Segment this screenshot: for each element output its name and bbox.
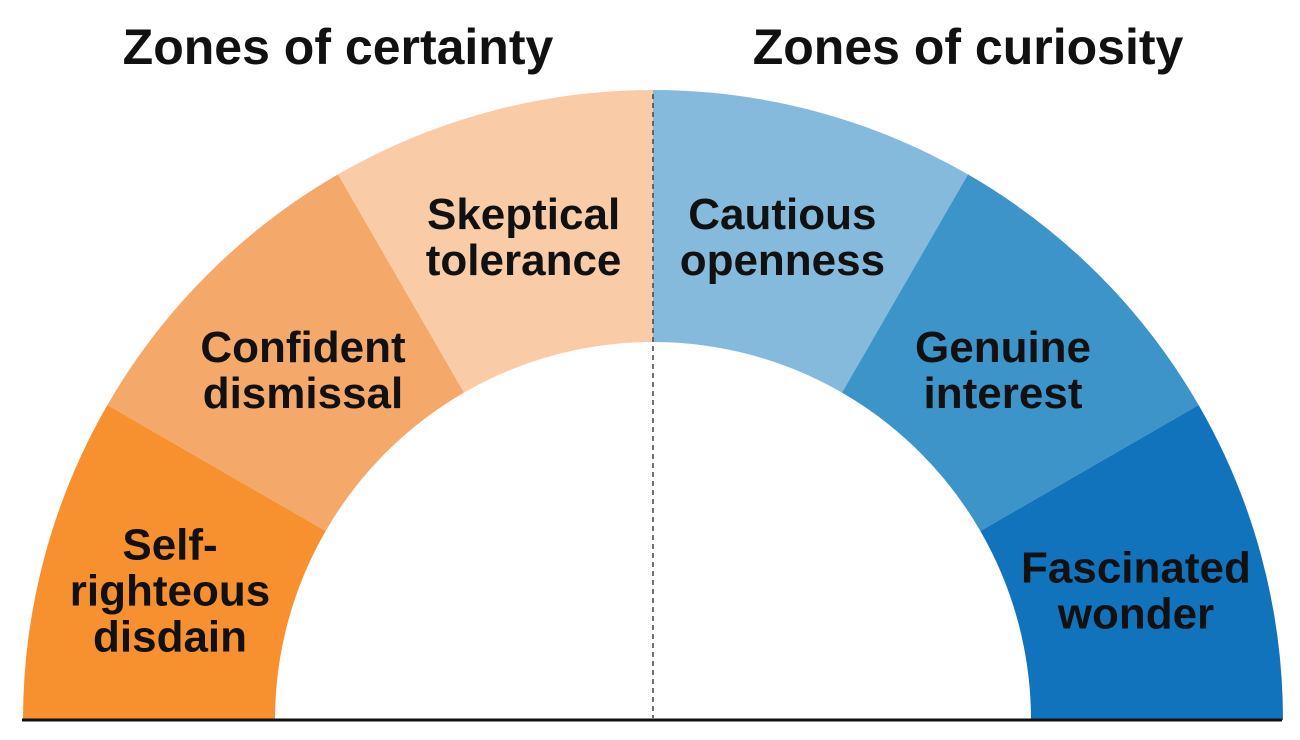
label-line: tolerance (426, 236, 622, 285)
label-line: Skeptical (427, 190, 620, 239)
segment-self-righteous-disdain (23, 405, 326, 720)
label-line: Self- (122, 521, 217, 570)
heading-zones-of-certainty: Zones of certainty (123, 19, 554, 75)
label-line: Genuine (915, 323, 1091, 372)
heading-zones-of-curiosity: Zones of curiosity (753, 19, 1184, 75)
segment-skeptical-tolerance (338, 90, 653, 393)
segment-genuine-interest (842, 174, 1199, 531)
label-line: Fascinated (1021, 544, 1251, 593)
label-line: Confident (200, 323, 406, 372)
label-line: interest (924, 369, 1083, 418)
segment-cautious-openness (653, 90, 968, 393)
label-line: wonder (1057, 590, 1214, 639)
segment-fascinated-wonder (980, 405, 1283, 720)
label-line: Cautious (688, 190, 876, 239)
arc-segments (23, 90, 1283, 720)
label-line: righteous (70, 567, 270, 616)
label-line: openness (680, 236, 885, 285)
label-line: dismissal (203, 369, 404, 418)
segment-confident-dismissal (107, 174, 465, 531)
label-line: disdain (93, 613, 247, 662)
